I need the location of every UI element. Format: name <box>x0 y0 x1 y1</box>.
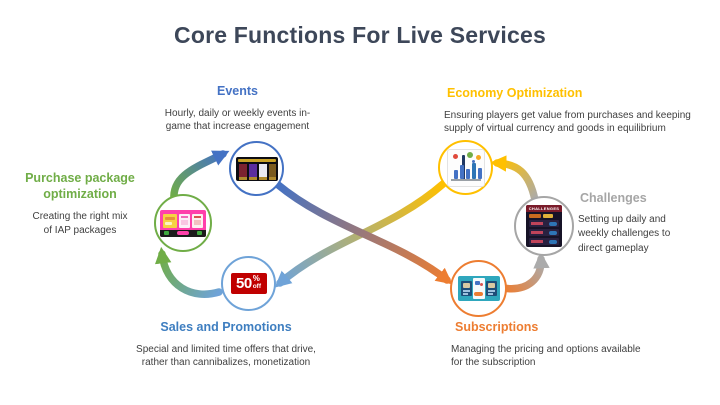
sales-description: Special and limited time offers that dri… <box>90 343 362 371</box>
fifty-percent-off-badge-icon: 50 % off <box>230 273 267 294</box>
challenges-icon-caption: CHALLENGES <box>526 205 562 212</box>
challenges-desc-line: direct gameplay <box>578 242 649 254</box>
events-desc-line: game that increase engagement <box>165 121 310 133</box>
subscriptions-label: Subscriptions <box>455 320 539 334</box>
challenges-node-circle: CHALLENGES <box>514 196 574 256</box>
events-description: Hourly, daily or weekly events in- game … <box>125 107 350 135</box>
purchase-description: Creating the right mix of IAP packages <box>6 210 154 238</box>
arrow-sales-to-purchase <box>154 246 223 298</box>
challenges-description: Setting up daily and weekly challenges t… <box>578 213 718 257</box>
subscriptions-description: Managing the pricing and options availab… <box>451 343 716 371</box>
sales-desc-line: rather than cannibalizes, monetization <box>141 357 311 369</box>
sales-text-block: Sales and Promotions Special and limited… <box>90 320 362 370</box>
sales-desc-line: Special and limited time offers that dri… <box>136 343 316 355</box>
sales-node-circle: 50 % off <box>221 256 276 311</box>
economy-desc-line: supply of virtual currency and goods in … <box>444 123 666 135</box>
challenges-desc-line: Setting up daily and <box>578 213 666 225</box>
purchase-text-block: Purchase package optimization Creating t… <box>6 171 154 238</box>
purchase-desc-line: of IAP packages <box>43 225 117 237</box>
challenges-desc-line: weekly challenges to <box>578 228 671 240</box>
economy-text-block: Economy Optimization Ensuring players ge… <box>444 86 716 136</box>
events-desc-line: Hourly, daily or weekly events in- <box>164 107 311 119</box>
purchase-node-circle <box>154 194 212 252</box>
game-events-screen-icon <box>235 156 278 181</box>
purchase-desc-line: Creating the right mix <box>32 211 128 223</box>
arrow-challenges-to-economy <box>489 155 539 204</box>
events-text-block: Events Hourly, daily or weekly events in… <box>125 84 350 134</box>
subscriptions-text-block: Subscriptions Managing the pricing and o… <box>451 320 716 370</box>
page-title: Core Functions For Live Services <box>174 22 546 48</box>
badge-number: 50 <box>236 275 252 292</box>
economy-desc-line: Ensuring players get value from purchase… <box>444 109 691 121</box>
badge-percent: % <box>252 274 260 284</box>
economy-description: Ensuring players get value from purchase… <box>444 109 716 137</box>
purchase-label: Purchase package optimization <box>25 171 135 201</box>
challenges-text-block: Challenges Setting up daily and weekly c… <box>578 191 718 256</box>
events-label: Events <box>217 84 258 98</box>
challenges-label: Challenges <box>580 191 647 205</box>
subscription-plans-screen-icon <box>457 276 500 301</box>
challenges-list-screen-icon: CHALLENGES <box>526 205 562 247</box>
sales-label: Sales and Promotions <box>160 320 292 334</box>
iap-shop-screen-icon <box>160 209 206 237</box>
economy-node-circle <box>438 140 493 195</box>
arrow-subscriptions-to-challenges <box>499 251 550 293</box>
bar-chart-analytics-icon <box>446 148 485 187</box>
subscriptions-desc-line: Managing the pricing and options availab… <box>451 343 641 355</box>
arrow-events-to-subscriptions <box>273 180 453 285</box>
subscriptions-node-circle <box>450 260 507 317</box>
badge-off: off <box>252 283 261 291</box>
events-node-circle <box>229 141 284 196</box>
arrow-purchase-to-events <box>170 150 230 204</box>
subscriptions-desc-line: for the subscription <box>451 357 536 369</box>
economy-label: Economy Optimization <box>447 86 583 100</box>
